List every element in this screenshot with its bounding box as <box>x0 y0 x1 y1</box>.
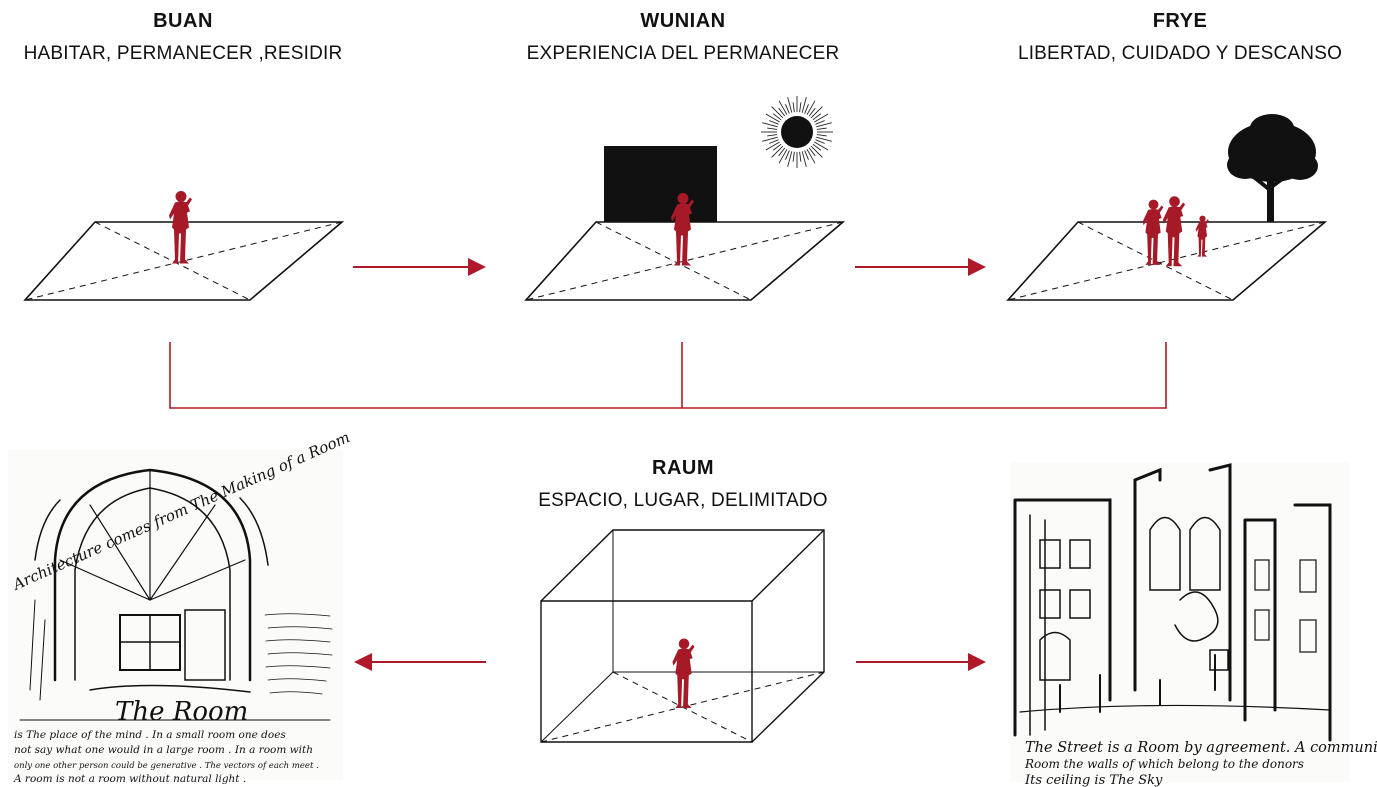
street-line-3: Its ceiling is The Sky <box>1024 773 1163 787</box>
person-icon <box>169 191 192 264</box>
sketch-note-1: is The place of the mind . In a small ro… <box>14 729 286 741</box>
family-icon <box>1142 196 1209 267</box>
concept-wunian-title: WUNIAN <box>640 10 726 32</box>
concept-buan-title: BUAN <box>153 10 213 32</box>
concept-wunian-subtitle: EXPERIENCIA DEL PERMANECER <box>526 43 840 64</box>
concept-raum-subtitle: ESPACIO, LUGAR, DELIMITADO <box>538 490 828 511</box>
concept-raum: RAUM ESPACIO, LUGAR, DELIMITADO <box>500 457 866 512</box>
arrow-left-icon <box>354 653 486 671</box>
concept-frye-title: FRYE <box>1152 10 1208 32</box>
concept-wunian: WUNIAN EXPERIENCIA DEL PERMANECER <box>500 10 866 65</box>
sketch-caption: The Room <box>115 697 248 727</box>
arrow-right-icon <box>353 258 486 276</box>
concept-buan: BUAN HABITAR, PERMANECER ,RESIDIR <box>0 10 366 65</box>
street-line-2: Room the walls of which belong to the do… <box>1024 757 1304 771</box>
concept-frye-subtitle: LIBERTAD, CUIDADO Y DESCANSO <box>1017 43 1343 64</box>
concept-buan-subtitle: HABITAR, PERMANECER ,RESIDIR <box>23 43 343 64</box>
tree-icon <box>1227 114 1318 222</box>
arrow-right-icon <box>855 258 986 276</box>
sketch-the-street <box>1010 462 1350 782</box>
street-line-1: The Street is a Room by agreement. A com… <box>1025 740 1377 756</box>
sketch-note-4: A room is not a room without natural lig… <box>13 773 246 785</box>
connector-bracket <box>169 342 1167 409</box>
arrow-right-icon <box>856 653 986 671</box>
plane-frye <box>1006 221 1328 301</box>
sun-icon <box>761 96 833 168</box>
sketch-note-3: only one other person could be generativ… <box>14 761 319 771</box>
wall-block <box>604 146 717 222</box>
person-icon <box>672 638 695 709</box>
sketch-the-room <box>8 450 343 780</box>
concept-raum-title: RAUM <box>652 457 714 479</box>
concept-frye: FRYE LIBERTAD, CUIDADO Y DESCANSO <box>990 10 1370 65</box>
plane-buan <box>23 221 345 301</box>
cube-raum <box>540 529 825 743</box>
plane-wunian <box>524 146 846 301</box>
sketch-note-2: not say what one would in a large room .… <box>14 744 313 756</box>
